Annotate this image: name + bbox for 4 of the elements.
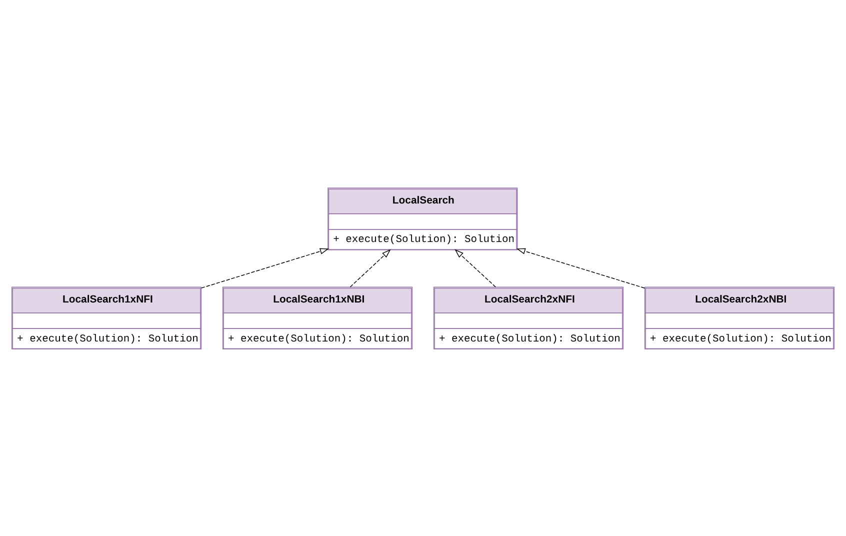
- arrow: [516, 248, 645, 288]
- arrow: [200, 248, 329, 288]
- arrow: [350, 248, 391, 287]
- arrow: [454, 248, 496, 287]
